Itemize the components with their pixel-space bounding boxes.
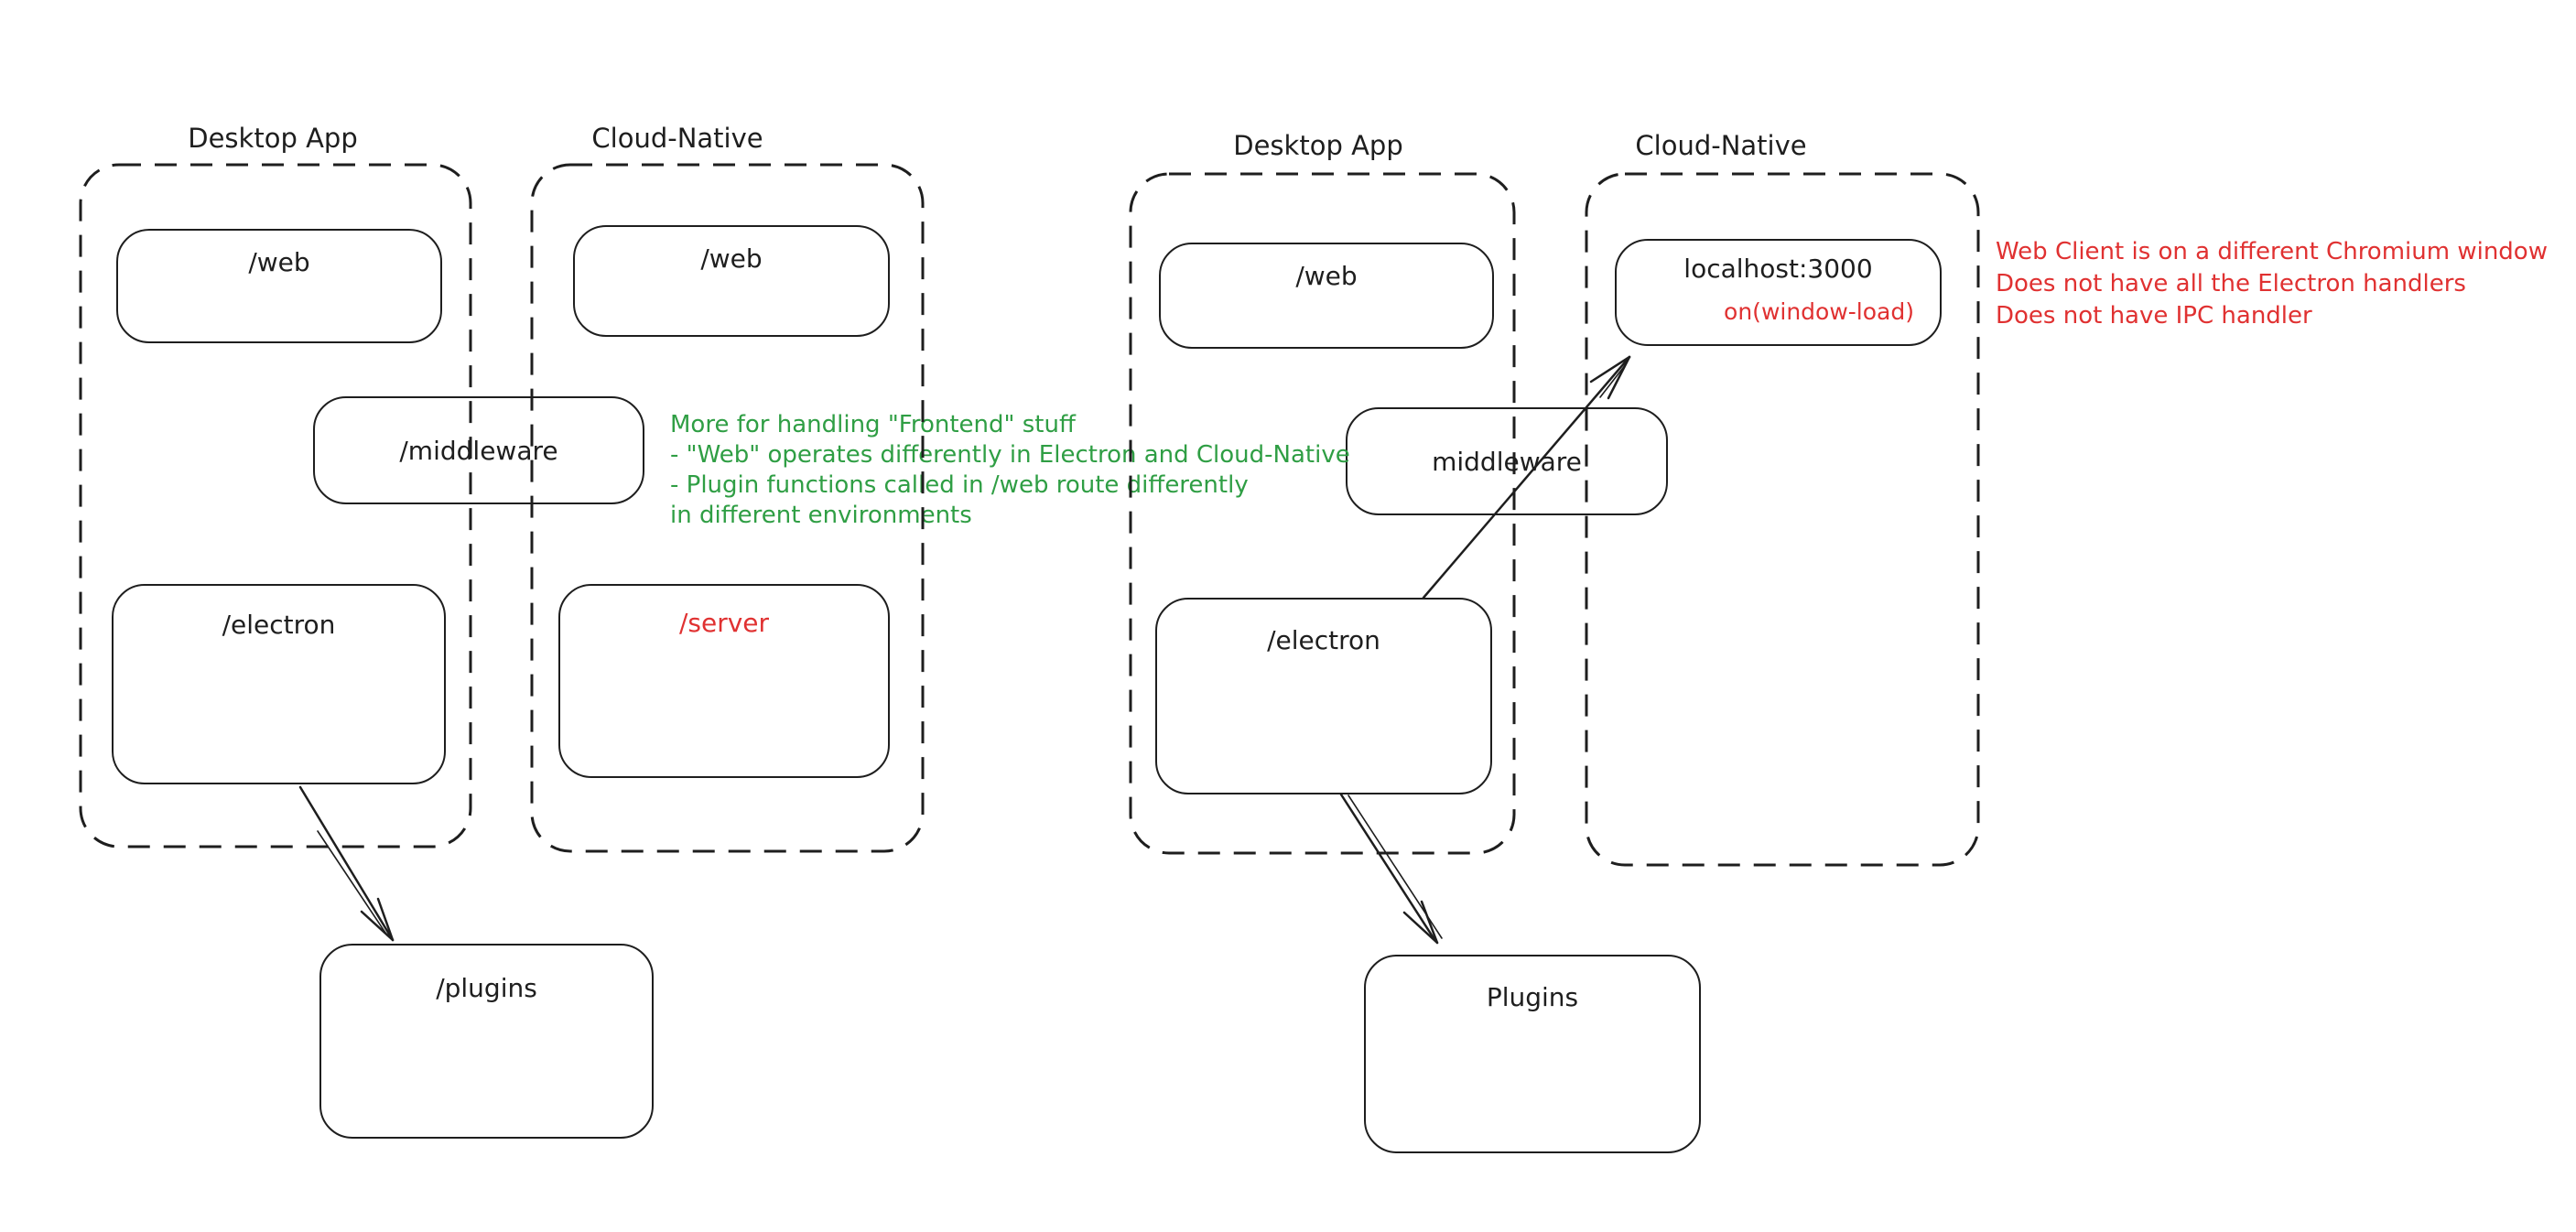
left-plugins-box: /plugins xyxy=(319,944,654,1139)
right-localhost-box-event-label: on(window-load) xyxy=(1724,298,1914,325)
left-cloud-web-box: /web xyxy=(573,225,890,337)
left-server-box: /server xyxy=(558,584,890,778)
right-localhost-box-label: localhost:3000 xyxy=(1683,254,1873,284)
red-annotation-line: Web Client is on a different Chromium wi… xyxy=(1996,238,2548,265)
arrow-left-electron-to-plugins xyxy=(298,785,395,942)
green-annotation-line: More for handling "Frontend" stuff xyxy=(670,411,1076,438)
red-annotation-line: Does not have all the Electron handlers xyxy=(1996,270,2466,297)
red-annotation-line: Does not have IPC handler xyxy=(1996,302,2312,330)
green-annotation-line: - "Web" operates differently in Electron… xyxy=(670,441,1350,469)
left-desktop-web-box-label: /web xyxy=(248,247,310,277)
right-localhost-box: localhost:3000 on(window-load) xyxy=(1615,239,1942,346)
left-middleware-box: /middleware xyxy=(313,396,644,504)
green-annotation-line: in different environments xyxy=(670,502,972,529)
right-middleware-box-label: middleware xyxy=(1432,446,1582,477)
left-middleware-box-label: /middleware xyxy=(399,435,558,466)
right-desktop-web-box-label: /web xyxy=(1295,261,1358,291)
left-plugins-box-label: /plugins xyxy=(436,973,537,1003)
left-desktop-web-box: /web xyxy=(116,229,442,343)
green-annotation-line: - Plugin functions called in /web route … xyxy=(670,471,1249,499)
right-electron-box: /electron xyxy=(1155,598,1492,794)
left-server-box-label: /server xyxy=(678,608,770,638)
right-plugins-box: Plugins xyxy=(1364,955,1701,1153)
red-annotation: Web Client is on a different Chromium wi… xyxy=(1996,236,2548,332)
right-desktop-app-label: Desktop App xyxy=(1233,130,1403,161)
right-plugins-box-label: Plugins xyxy=(1486,982,1579,1012)
left-electron-box: /electron xyxy=(112,584,446,784)
left-cloud-native-label: Cloud-Native xyxy=(591,123,763,154)
left-cloud-web-box-label: /web xyxy=(700,243,763,274)
right-cloud-native-label: Cloud-Native xyxy=(1635,130,1807,161)
left-electron-box-label: /electron xyxy=(222,610,336,640)
right-middleware-box: middleware xyxy=(1346,407,1668,515)
right-electron-box-label: /electron xyxy=(1267,625,1380,655)
right-desktop-web-box: /web xyxy=(1159,243,1494,349)
left-desktop-app-label: Desktop App xyxy=(188,123,358,154)
green-annotation: More for handling "Frontend" stuff - "We… xyxy=(670,410,1350,531)
arrow-right-electron-to-plugins xyxy=(1339,793,1443,945)
